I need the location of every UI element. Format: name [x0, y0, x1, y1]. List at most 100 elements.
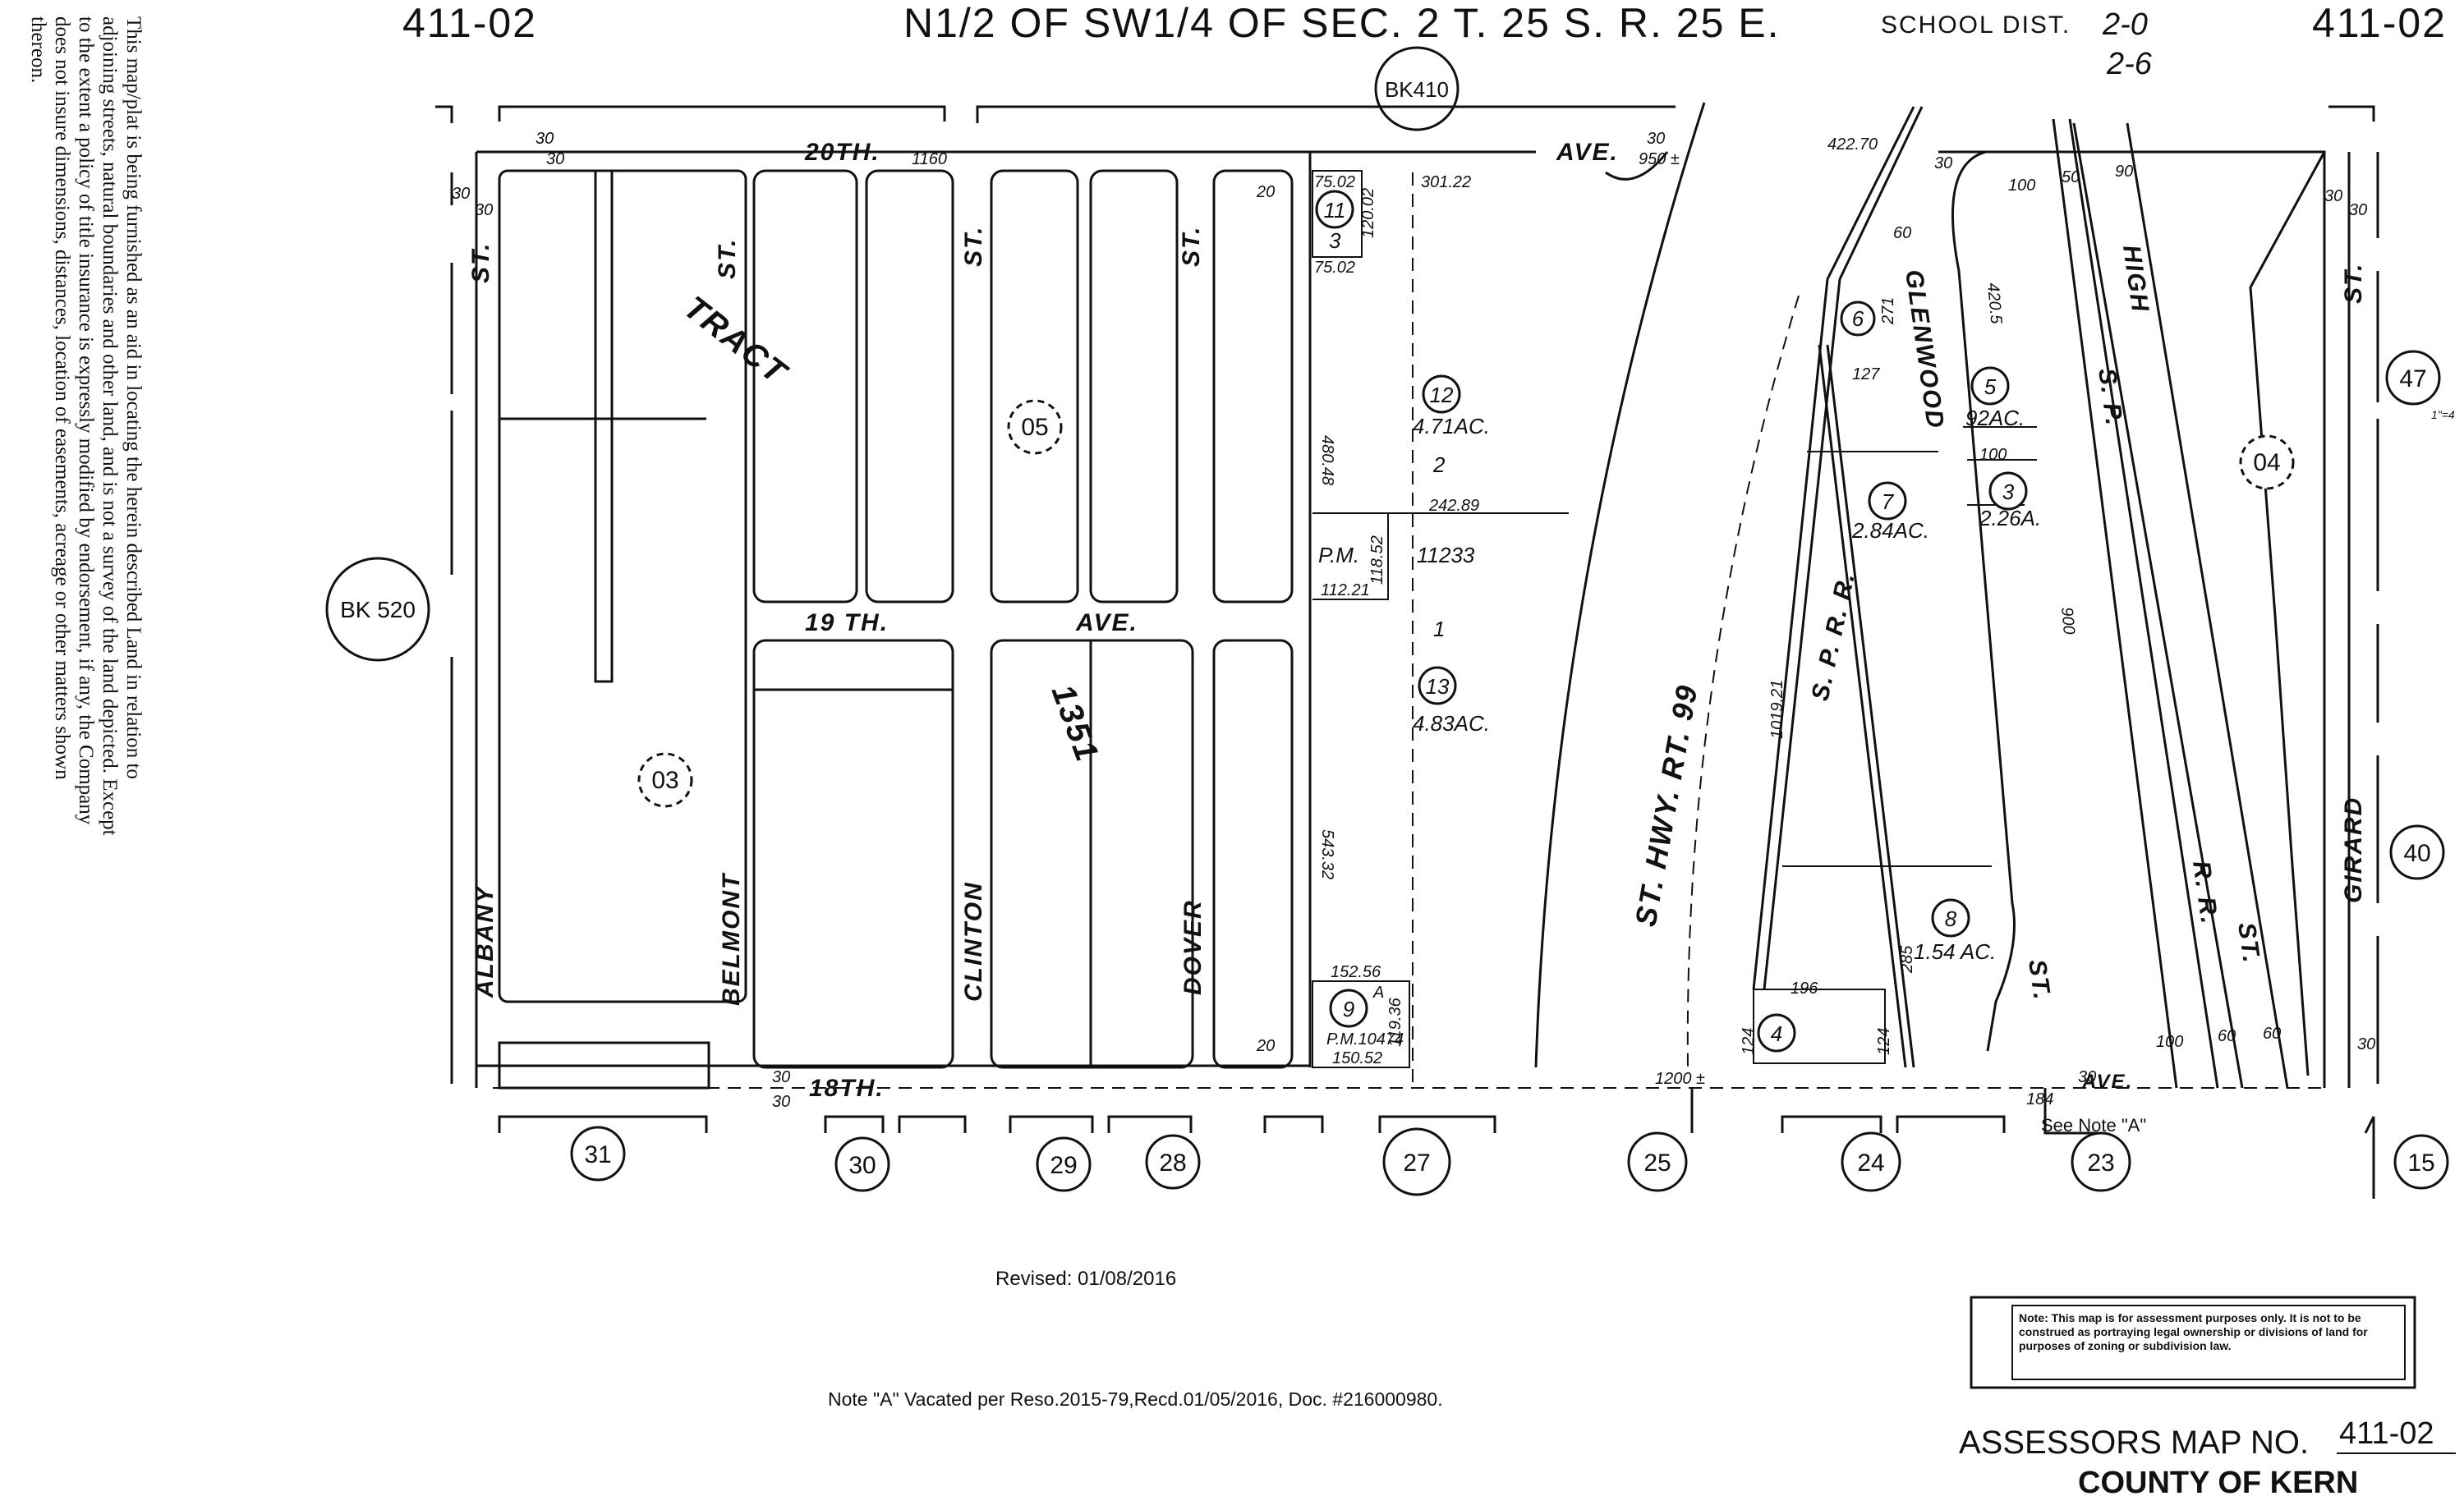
dim-6: 950 ±: [1639, 150, 1680, 168]
dim-1: 30: [546, 150, 564, 168]
dim-27: 20: [1256, 1037, 1275, 1055]
street-dover: DOVER: [1179, 899, 1207, 995]
adjacent-47: 47: [2399, 365, 2426, 392]
street-sp: S. P.: [2093, 366, 2128, 428]
area-05: 05: [1021, 414, 1048, 441]
street-18th: 18TH.: [809, 1075, 885, 1102]
parcel-3-acres: 2.26A.: [1979, 506, 2041, 530]
dim-14: 20: [1256, 183, 1275, 201]
parcel-12-circle: [1422, 374, 1461, 414]
street-glenwood: GLENWOOD: [1900, 268, 1949, 431]
adjacent-31: 31: [584, 1141, 611, 1168]
street-girard: GIRARD: [2340, 796, 2367, 903]
map-linework: [435, 102, 2379, 1199]
street-dover-st: ST.: [1178, 226, 1205, 267]
assessment-note-frame: Note: This map is for assessment purpose…: [2019, 1311, 2368, 1352]
dim-0: 30: [536, 130, 554, 148]
street-20th: 20TH.: [804, 139, 880, 166]
pm-number: 11233: [1417, 543, 1475, 567]
assessment-note-inner: [2011, 1305, 2406, 1380]
dim-41: 900: [2057, 607, 2078, 636]
street-belmont-st: ST.: [714, 238, 741, 279]
dim-38: 60: [1893, 224, 1911, 242]
dimensions: 30 30 30 30 1160 30 950 ± 422.70 30 100 …: [452, 130, 2375, 1111]
dim-47: 30: [2357, 1035, 2375, 1053]
adjacent-29-circle: [1036, 1136, 1092, 1192]
map-number-right: 411-02: [2312, 0, 2447, 46]
parcel-4: 4: [1771, 1021, 1782, 1046]
tract-number: 1351: [1045, 680, 1106, 767]
dim-3: 30: [475, 201, 493, 219]
street-clinton-st: ST.: [960, 226, 987, 267]
area-04-circle: [2239, 434, 2295, 490]
adjacent-maps: 31 30 29 28 27 25 24 23 15 47 1"=4 40: [570, 350, 2455, 1196]
dim-24: 152.56: [1331, 963, 1381, 981]
dim-36: 127: [1852, 365, 1880, 383]
note-a: Note "A" Vacated per Reso.2015-79,Recd.0…: [828, 1388, 1443, 1410]
book-ref-top-circle: [1374, 46, 1460, 131]
dim-42: 100: [2156, 1033, 2183, 1051]
street-sprr: S. P. R. R.: [1807, 569, 1861, 703]
pm-label: P.M.: [1318, 543, 1359, 567]
parcel-9: 9: [1343, 997, 1354, 1021]
adjacent-15-circle: [2393, 1134, 2449, 1190]
parcel-9-sub: A: [1372, 984, 1384, 1002]
area-04: 04: [2253, 449, 2280, 476]
street-girard-st: ST.: [2340, 263, 2367, 304]
school-district-2: 2-6: [2106, 47, 2153, 81]
dim-17: 75.02: [1314, 259, 1355, 277]
adjacent-31-circle: [570, 1126, 626, 1182]
see-note-a: See Note "A": [2041, 1115, 2146, 1136]
street-clinton: CLINTON: [960, 881, 987, 1002]
parcel-9-pm: P.M.10474: [1326, 1030, 1404, 1049]
adjacent-28: 28: [1159, 1150, 1186, 1177]
book-ref-top-label: BK410: [1385, 77, 1449, 102]
adjacent-25-circle: [1627, 1131, 1688, 1192]
scale-note: 1"=4: [2431, 408, 2455, 421]
dim-33: 124: [1875, 1028, 1893, 1055]
assessors-map-label: ASSESSORS MAP NO.: [1959, 1425, 2309, 1461]
parcel-13-circle: [1418, 666, 1457, 705]
dim-40: 100: [1979, 446, 2007, 464]
adjacent-23: 23: [2087, 1150, 2114, 1177]
dim-31: 196: [1791, 980, 1818, 998]
adjacent-23-circle: [2071, 1131, 2131, 1192]
street-20th-ave: AVE.: [1556, 139, 1619, 166]
dim-11: 90: [2115, 163, 2133, 181]
parcel-5-circle: [1970, 366, 2010, 406]
adjacent-24: 24: [1857, 1150, 1884, 1177]
dim-12: 30: [2324, 187, 2342, 205]
book-ref-left-circle: [325, 557, 430, 662]
street-bottom-ave: AVE.: [2081, 1071, 2133, 1093]
dim-20: 242.89: [1428, 497, 1479, 515]
assessment-note-box: Note: This map is for assessment purpose…: [1970, 1296, 2416, 1389]
adjacent-27: 27: [1403, 1150, 1430, 1177]
street-high-st: ST.: [2232, 920, 2265, 966]
adjacent-28-circle: [1145, 1134, 1201, 1190]
dim-8: 30: [1934, 154, 1952, 172]
parcel-11: 11: [1324, 198, 1346, 223]
dim-25: 119.36: [1386, 997, 1404, 1047]
street-belmont: BELMONT: [718, 872, 745, 1006]
book-ref-left: BK 520: [325, 557, 430, 662]
tract-label: TRACT: [677, 289, 794, 392]
dim-46: 30: [2078, 1068, 2096, 1086]
dim-19: 480.48: [1318, 435, 1336, 485]
parcel-3-circle: [1988, 471, 2028, 511]
parcel-11-circle: [1315, 190, 1354, 229]
parcel-11-block: 3: [1329, 228, 1341, 253]
dim-7: 422.70: [1827, 135, 1878, 154]
parcel-7-acres: 2.84AC.: [1851, 518, 1929, 543]
dim-5: 30: [1647, 130, 1665, 148]
parcel-3: 3: [2002, 480, 2015, 504]
school-district-label: SCHOOL DIST.: [1881, 11, 2071, 39]
adjacent-27-circle: [1382, 1127, 1451, 1196]
dim-22: 112.21: [1321, 581, 1370, 599]
parcel-7-circle: [1868, 481, 1907, 521]
adjacent-24-circle: [1841, 1131, 1901, 1192]
dim-44: 60: [2263, 1025, 2281, 1043]
map-title: N1/2 OF SW1/4 OF SEC. 2 T. 25 S. R. 25 E…: [903, 0, 1781, 46]
street-19th: 19 TH.: [805, 609, 889, 636]
dim-21: 118.52: [1368, 535, 1386, 585]
